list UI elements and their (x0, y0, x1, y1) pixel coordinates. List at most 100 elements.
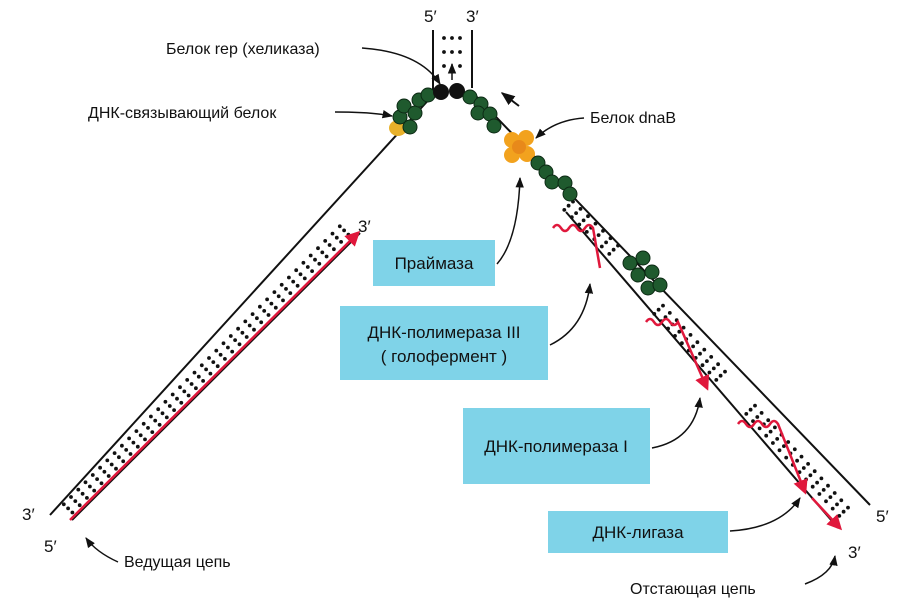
base-pair-dot (157, 422, 162, 427)
base-pair-dot (102, 469, 107, 474)
base-pair-dot (450, 50, 454, 54)
label-ssb-protein: ДНК-связывающий белок (88, 105, 277, 122)
left-arm-inner-strand (71, 232, 361, 521)
base-pair-dot (272, 290, 277, 294)
base-pair-dot (792, 447, 797, 452)
base-pair-dot (808, 473, 813, 478)
base-pair-dot (702, 347, 707, 352)
base-pair-dot (192, 370, 197, 375)
base-pair-dot (98, 465, 102, 470)
pol3-label-line1: ДНК-полимераза III (367, 323, 520, 342)
base-pair-dot (236, 326, 241, 331)
base-pair-dot (265, 297, 269, 302)
base-pair-dot (149, 414, 153, 419)
base-pair-dot (178, 385, 182, 390)
base-pair-dots (61, 36, 850, 518)
base-pair-dot (221, 341, 226, 346)
base-pair-dot (106, 474, 111, 478)
base-pair-dot (308, 253, 313, 258)
base-pair-dot (163, 399, 168, 404)
end-leading-3prime: 3′ (358, 217, 371, 236)
dnab-protein (504, 130, 535, 163)
base-pair-dot (288, 291, 293, 295)
base-pair-dot (160, 411, 165, 416)
base-pair-dot (105, 458, 110, 463)
base-pair-dot (442, 36, 446, 40)
base-pair-dot (146, 426, 150, 430)
base-pair-dot (262, 309, 267, 313)
base-pair-dot (764, 433, 769, 438)
base-pair-dot (164, 415, 169, 420)
base-pair-dot (131, 440, 136, 445)
base-pair-dot (230, 349, 235, 354)
base-pair-dot (294, 268, 299, 273)
base-pair-dot (824, 499, 828, 504)
base-pair-dot (185, 378, 190, 382)
base-pair-dot (298, 272, 303, 277)
base-pair-dot (237, 342, 242, 347)
ligase-label: ДНК-лигаза (592, 523, 684, 542)
base-pair-dot (330, 231, 335, 236)
base-pair-dot (279, 282, 284, 287)
base-pair-dot (784, 455, 789, 460)
base-pair-dot (799, 454, 804, 459)
base-pair-dot (92, 488, 97, 493)
base-pair-dot (604, 240, 608, 245)
base-pair-dot (114, 466, 118, 471)
base-pair-dot (240, 330, 245, 335)
base-pair-dot (153, 418, 158, 423)
base-pair-dot (334, 235, 339, 240)
base-pair-dot (134, 429, 139, 433)
base-pair-dot (310, 269, 314, 273)
leading-strand-new (69, 230, 361, 521)
base-pair-dot (714, 378, 719, 382)
base-pair-dot (214, 348, 219, 353)
base-pair-dot (302, 276, 307, 281)
base-pair-dot (782, 444, 786, 448)
base-pair-dot (269, 301, 274, 306)
base-pair-dot (839, 498, 844, 503)
base-pair-dot (255, 316, 259, 321)
base-pair-dot (323, 239, 328, 243)
callout-pol1 (651, 396, 703, 449)
base-pair-dot (450, 36, 454, 40)
base-pair-dot (795, 458, 799, 463)
base-pair-dot (244, 335, 249, 339)
okazaki-fragment-2 (644, 317, 710, 391)
base-pair-dot (199, 363, 204, 368)
base-pair-dot (109, 462, 114, 467)
callout-ssb (334, 110, 394, 119)
base-pair-dot (759, 411, 764, 415)
base-pair-dot (128, 452, 133, 456)
base-pair-dot (846, 505, 850, 510)
base-pair-dot (247, 323, 252, 328)
base-pair-dot (320, 250, 325, 255)
base-pair-dot (196, 374, 201, 379)
label-lagging-strand: Отстающая цепь (630, 581, 756, 598)
base-pair-dot (61, 502, 66, 507)
base-pair-dot (120, 443, 124, 448)
callout-rep-helicase (361, 47, 441, 85)
base-pair-dot (83, 480, 88, 485)
base-pair-dot (327, 243, 332, 247)
base-pair-dot (458, 50, 462, 54)
base-pair-dot (172, 408, 177, 412)
box-primase: Праймаза (373, 240, 495, 286)
base-pair-dot (578, 207, 583, 211)
base-pair-dot (711, 366, 716, 371)
base-pair-dot (748, 407, 753, 412)
base-pair-dot (281, 298, 285, 303)
base-pair-dot (810, 484, 815, 489)
okazaki-fragment-3 (736, 419, 808, 495)
base-pair-dot (179, 400, 184, 405)
base-pair-dot (99, 481, 104, 486)
callout-leading (85, 537, 119, 563)
base-pair-dot (337, 224, 342, 229)
base-pair-dot (141, 421, 146, 426)
base-pair-dot (284, 287, 288, 291)
base-pair-dot (143, 437, 147, 442)
base-pair-dot (124, 448, 129, 452)
end-left-inner: 5′ (44, 537, 57, 556)
base-pair-dot (243, 319, 248, 324)
base-pair-dot (786, 440, 791, 444)
